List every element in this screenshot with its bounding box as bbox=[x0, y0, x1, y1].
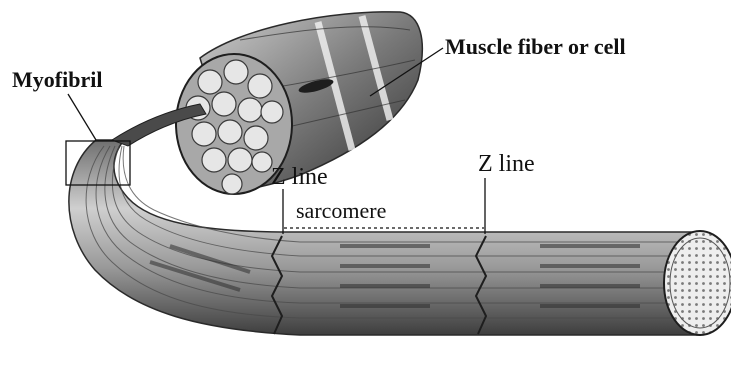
myofibril-leader-line bbox=[68, 94, 96, 140]
muscle-fiber-label: Muscle fiber or cell bbox=[445, 36, 626, 58]
myofibril-label: Myofibril bbox=[12, 69, 102, 91]
myofibril-cut-end bbox=[664, 231, 731, 335]
muscle-fiber bbox=[112, 12, 422, 194]
myofibril-tube bbox=[69, 140, 700, 335]
z-line-left-label: Z line bbox=[271, 165, 328, 189]
z-line-right-label: Z line bbox=[478, 152, 535, 176]
sarcomere-label: sarcomere bbox=[296, 200, 386, 222]
